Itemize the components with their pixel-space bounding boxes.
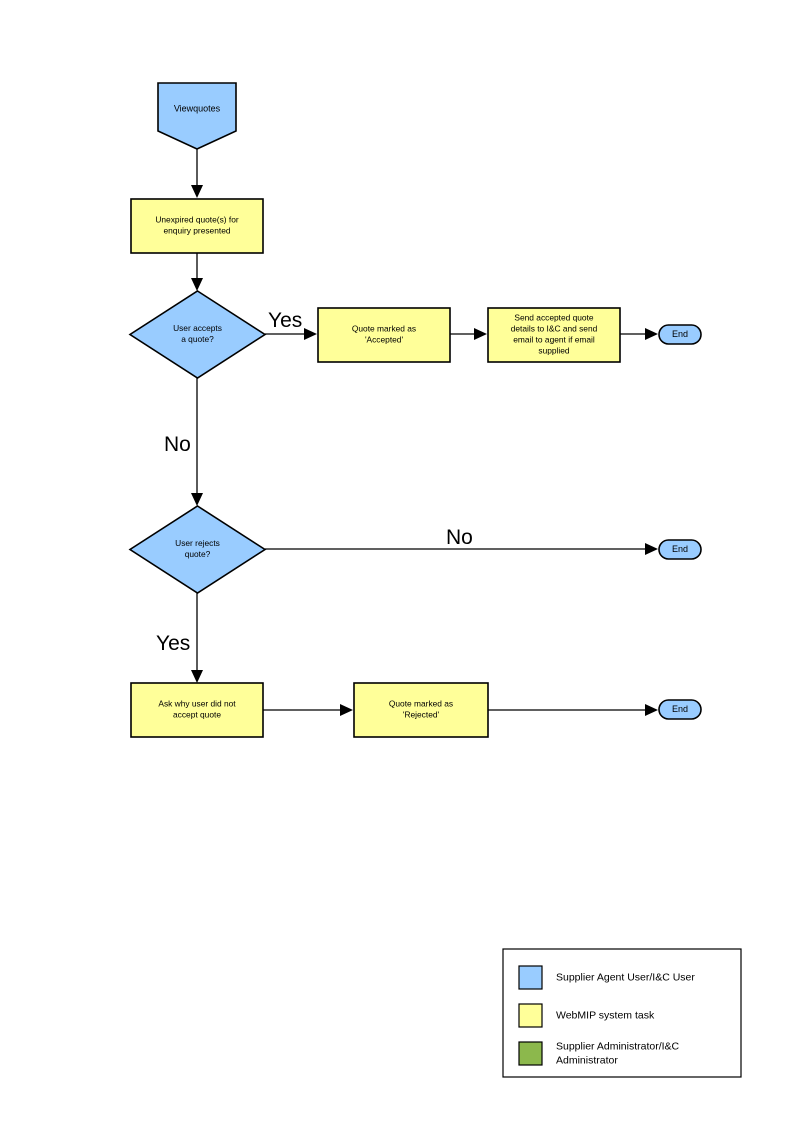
edge-label: No: [164, 433, 191, 456]
legend-item-legend-system: WebMIP system task: [518, 1003, 655, 1028]
node-start[interactable]: Viewquotes: [157, 82, 237, 150]
decision-diamond: [128, 290, 267, 379]
legend-label: Supplier Administrator/I&C: [556, 1040, 680, 1052]
legend-label: Supplier Agent User/I&C User: [556, 971, 695, 983]
arrow-head-icon: [645, 328, 658, 340]
legend-container: [502, 948, 742, 1078]
node-end_rejected[interactable]: End: [658, 699, 702, 720]
start-pentagon: [157, 82, 237, 150]
node-label: Viewquotes: [174, 103, 221, 113]
node-label: a quote?: [181, 334, 214, 344]
edge-e-start-unexpired: [191, 149, 203, 198]
process-box: [487, 307, 621, 363]
node-label: Ask why user did not: [158, 699, 236, 709]
process-box: [317, 307, 451, 363]
edge-e-accepts-yes: Yes: [265, 309, 317, 340]
arrow-head-icon: [645, 543, 658, 555]
node-label: Send accepted quote: [514, 313, 594, 323]
node-label: End: [672, 329, 688, 339]
edge-e-accepted-send: [450, 328, 487, 340]
arrow-head-icon: [645, 704, 658, 716]
legend-label: WebMIP system task: [556, 1009, 655, 1021]
end-terminator: [658, 539, 702, 560]
edge-e-accepts-no: No: [164, 378, 203, 506]
node-label: End: [672, 544, 688, 554]
node-marked_rejected[interactable]: Quote marked as'Rejected': [353, 682, 489, 738]
legend-item-legend-actor: Supplier Agent User/I&C User: [518, 965, 695, 990]
legend-item-legend-admin: Supplier Administrator/I&C Administrator: [518, 1040, 680, 1066]
arrow-head-icon: [191, 278, 203, 291]
node-label: email to agent if email: [513, 335, 595, 345]
node-label: 'Accepted': [365, 335, 404, 345]
node-label: User rejects: [175, 538, 220, 548]
process-box: [130, 198, 264, 254]
legend-swatch: [518, 965, 543, 990]
node-label: details to I&C and send: [511, 324, 598, 334]
node-label: Quote marked as: [389, 699, 453, 709]
node-label: User accepts: [173, 323, 222, 333]
arrow-head-icon: [474, 328, 487, 340]
process-box: [353, 682, 489, 738]
end-terminator: [658, 699, 702, 720]
edge-e-ask-rejected: [263, 704, 353, 716]
node-label: End: [672, 704, 688, 714]
node-label: supplied: [538, 346, 570, 356]
arrow-head-icon: [304, 328, 317, 340]
decision-diamond: [128, 505, 267, 594]
arrow-head-icon: [191, 185, 203, 198]
edge-e-send-end: [620, 328, 658, 340]
node-end_accepted[interactable]: End: [658, 324, 702, 345]
node-label: Unexpired quote(s) for: [155, 215, 239, 225]
edge-label: No: [446, 526, 473, 549]
arrow-head-icon: [191, 670, 203, 683]
end-terminator: [658, 324, 702, 345]
process-box: [130, 682, 264, 738]
node-end_no_reject[interactable]: End: [658, 539, 702, 560]
edge-e-unexpired-accepts: [191, 253, 203, 291]
node-label: 'Rejected': [403, 710, 440, 720]
edge-label: Yes: [268, 309, 302, 332]
node-label: enquiry presented: [163, 226, 230, 236]
node-label: Quote marked as: [352, 324, 416, 334]
legend-swatch: [518, 1003, 543, 1028]
legend-swatch: [518, 1041, 543, 1066]
node-label: quote?: [185, 549, 211, 559]
edge-e-rejected-end: [488, 704, 658, 716]
arrow-head-icon: [340, 704, 353, 716]
edge-e-rejects-yes: Yes: [156, 593, 203, 683]
edge-e-rejects-no: No: [265, 526, 658, 555]
legend-label: Administrator: [556, 1054, 618, 1066]
edge-label: Yes: [156, 632, 190, 655]
node-marked_accepted[interactable]: Quote marked as'Accepted': [317, 307, 451, 363]
arrow-head-icon: [191, 493, 203, 506]
node-label: accept quote: [173, 710, 221, 720]
